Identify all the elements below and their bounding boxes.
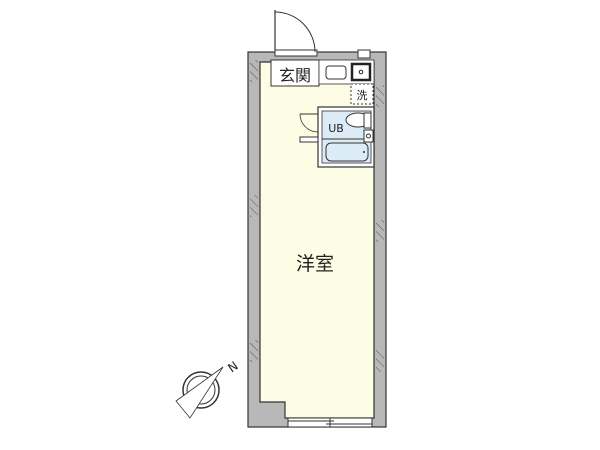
- washer-label: 洗: [357, 89, 368, 102]
- entrance: 玄関: [270, 59, 320, 87]
- western-room-label: 洋室: [296, 253, 334, 275]
- entrance-door: [274, 10, 318, 57]
- north-label: N: [225, 359, 240, 376]
- balcony-window: [287, 417, 373, 428]
- basin-icon: [363, 129, 374, 143]
- unit-bath-label: UB: [328, 122, 344, 135]
- kitchen: [318, 59, 375, 85]
- bathtub-icon: [325, 142, 369, 162]
- entrance-label: 玄関: [279, 66, 311, 85]
- compass-icon: N: [175, 359, 241, 419]
- washer-space: 洗: [350, 83, 374, 105]
- unit-bath: UB: [299, 106, 375, 168]
- stove-icon: [350, 62, 372, 82]
- top-window: [357, 49, 371, 59]
- sink-icon: [325, 65, 347, 80]
